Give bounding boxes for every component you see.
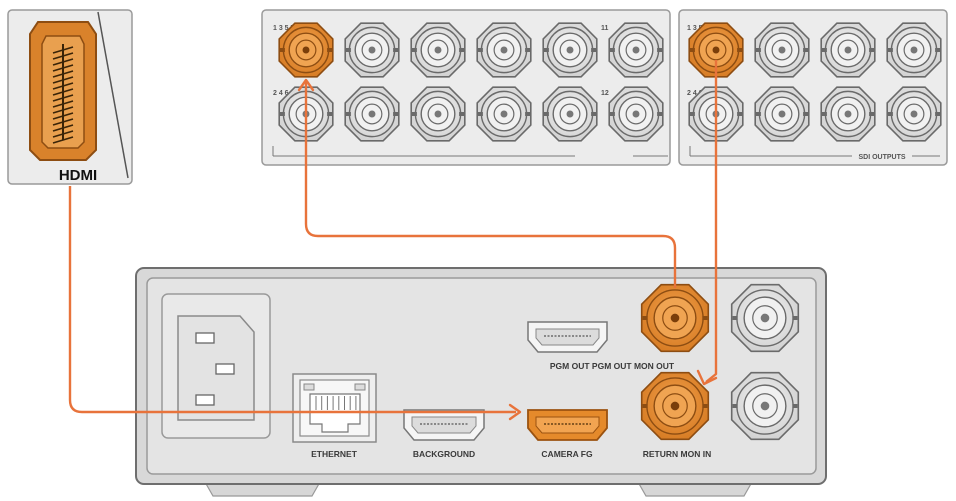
router-right-bnc-top-3: [820, 22, 876, 78]
router-right-bnc-bottom-3: [820, 86, 876, 142]
return-mon-in-label: RETURN MON IN: [643, 449, 711, 459]
camera-fg-hdmi-port: [527, 409, 608, 441]
router-right-top-label: 1 3 5 7: [687, 25, 709, 32]
device-feet: [203, 481, 754, 497]
return-mon-in-bnc-port: [640, 371, 710, 441]
router-left-bnc-top-5: [542, 22, 598, 78]
arrowhead-camera-fg: [508, 403, 522, 421]
power-pin-middle: [215, 363, 235, 375]
cables: [68, 60, 718, 414]
router-left-bnc-top-3: [410, 22, 466, 78]
router-left-bnc-bottom-4: [476, 86, 532, 142]
router-left-bnc-top-1: [278, 22, 334, 78]
router-left-bnc-top-2: [344, 22, 400, 78]
arrowhead-router-input: [297, 78, 315, 92]
background-label: BACKGROUND: [413, 449, 475, 459]
router-left-bnc-bottom-3: [410, 86, 466, 142]
hdmi-source-box: HDMI: [7, 9, 133, 185]
cable-router-output-to-return-mon-in: [705, 60, 718, 383]
power-pin-top: [195, 332, 215, 344]
router-right-bnc-top-2: [754, 22, 810, 78]
pgm-out-hdmi-port: [527, 321, 608, 353]
pgm-out-header-label: PGM OUT PGM OUT MON OUT: [550, 361, 675, 371]
router-panel-left: 1 3 5 7 9 11 2 4 6 8 10 12: [261, 9, 671, 166]
router-left-top-label-11: 11: [601, 25, 609, 32]
power-pin-bottom: [195, 394, 215, 406]
pgm-out-bnc-port: [640, 283, 710, 353]
router-right-bnc-bottom-4: [886, 86, 942, 142]
router-right-bnc-top-4: [886, 22, 942, 78]
hdmi-logo-text: HDMI: [59, 167, 97, 184]
ethernet-port: [292, 373, 377, 443]
router-left-bnc-top-6: [608, 22, 664, 78]
background-hdmi-port: [403, 409, 485, 441]
router-left-bnc-bottom-6: [608, 86, 664, 142]
router-right-bnc-bottom-2: [754, 86, 810, 142]
router-left-bnc-bottom-5: [542, 86, 598, 142]
cable-pgm-out-to-router-input: [304, 82, 677, 288]
router-left-bnc-bottom-2: [344, 86, 400, 142]
ethernet-label: ETHERNET: [311, 449, 358, 459]
aux-bnc-port: [730, 371, 800, 441]
cable-arrowheads: [297, 78, 718, 421]
mon-out-bnc-port: [730, 283, 800, 353]
arrowhead-return-mon-in: [696, 369, 718, 386]
sdi-outputs-label: SDI OUTPUTS: [858, 154, 905, 161]
router-left-bottom-label-12: 12: [601, 90, 609, 97]
router-panel-right: 1 3 5 7 2 4 6 8 SDI OUTPUTS: [678, 9, 948, 166]
router-left-top-label: 1 3 5 7 9: [273, 25, 300, 32]
camera-fg-label: CAMERA FG: [541, 449, 593, 459]
hdmi-port-icon: [29, 21, 97, 161]
power-inlet: [161, 293, 271, 439]
router-left-bnc-top-4: [476, 22, 532, 78]
cable-hdmi-to-camera-fg: [68, 186, 516, 414]
